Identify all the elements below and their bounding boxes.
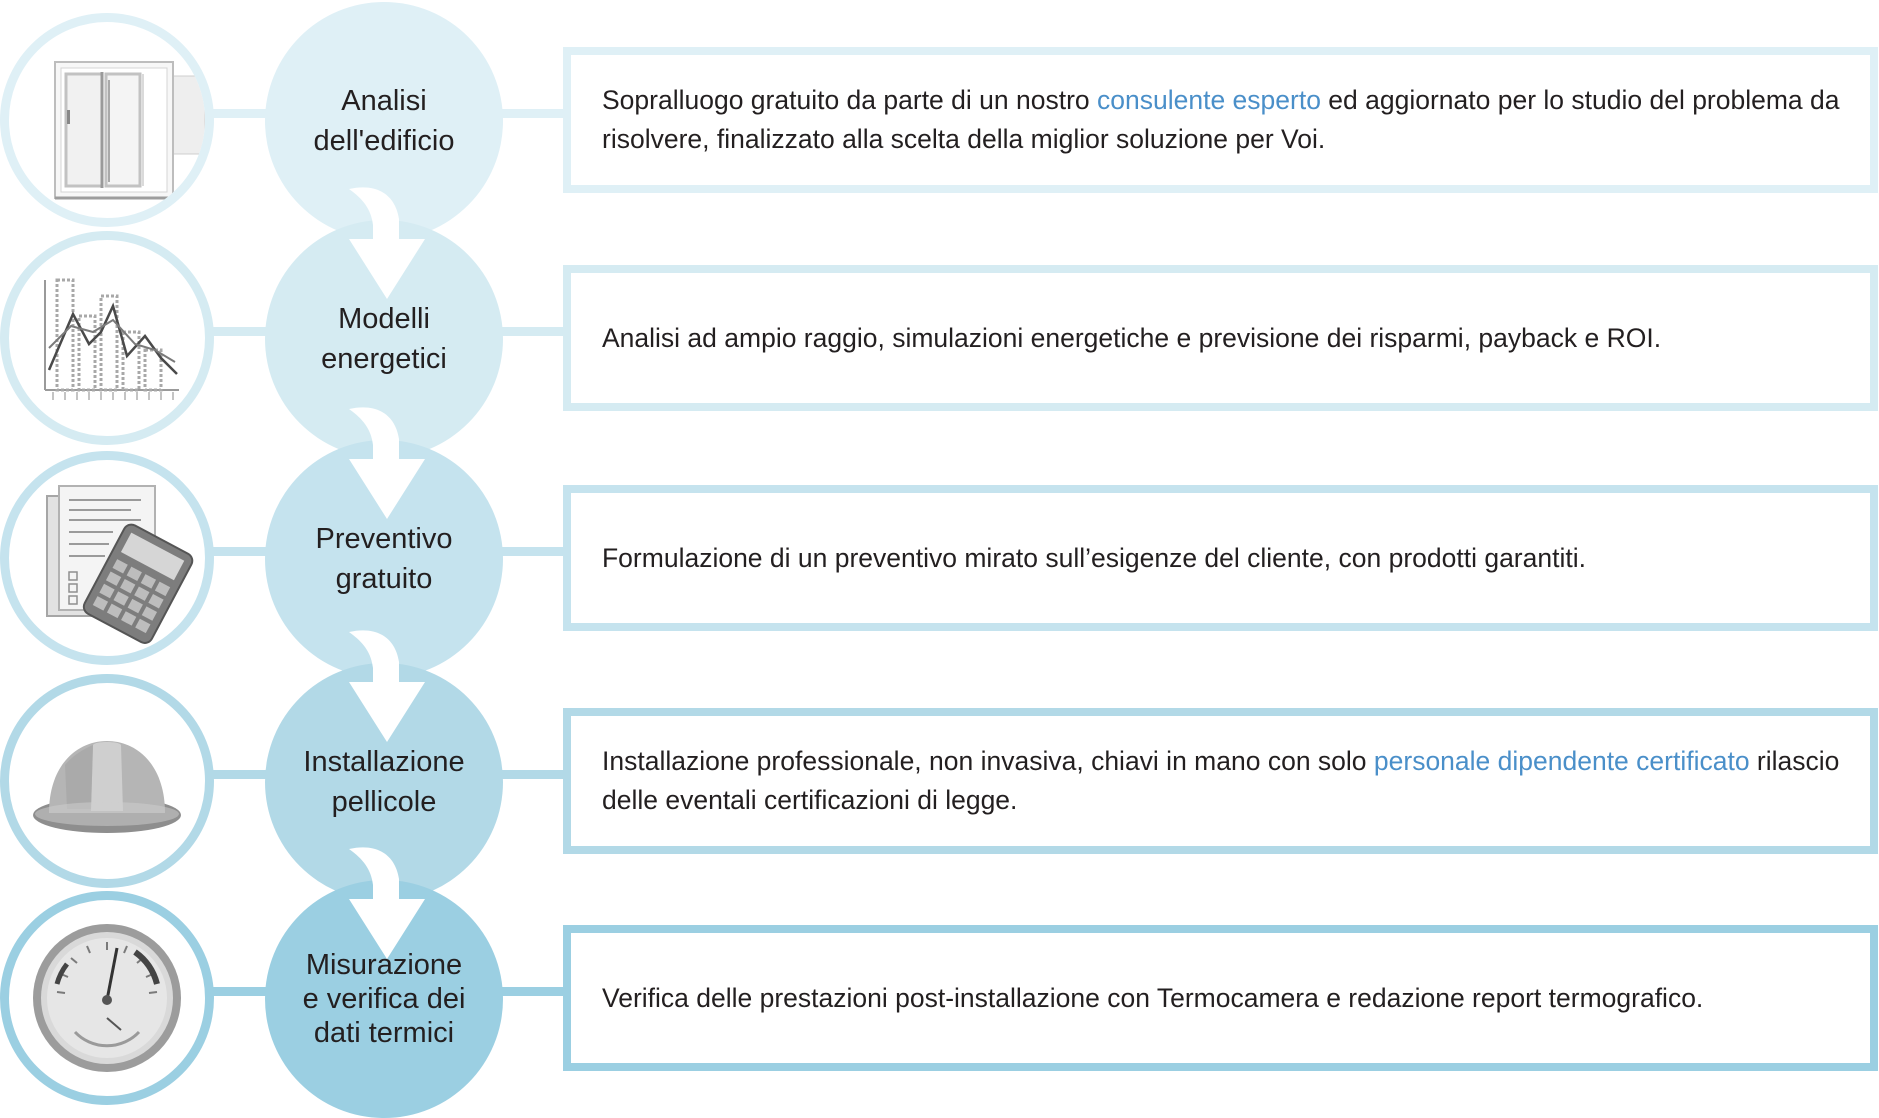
window-icon <box>54 61 205 200</box>
description-link[interactable]: consulente esperto <box>1097 85 1321 115</box>
step-description-box: Installazione professionale, non invasiv… <box>563 708 1878 854</box>
step-preventivo-gratuito: Preventivo gratuito Formulazione di un p… <box>0 407 1879 678</box>
step-description-box: Sopralluogo gratuito da parte di un nost… <box>563 47 1878 193</box>
gauge-icon <box>33 924 181 1072</box>
step-description: Installazione professionale, non invasiv… <box>602 716 1852 846</box>
step-description: Formulazione di un preventivo mirato sul… <box>602 493 1852 623</box>
step-description-box: Analisi ad ampio raggio, simulazioni ene… <box>563 265 1878 411</box>
step-modelli-energetici: Modelli energetici Analisi ad ampio ragg… <box>0 187 1879 458</box>
hard-hat-icon <box>33 741 181 833</box>
description-text: rilascio delle eventali certificazioni d… <box>602 746 1840 815</box>
step-installazione-pellicole: Installazione pellicole Installazione pr… <box>0 630 1879 901</box>
step-description: Analisi ad ampio raggio, simulazioni ene… <box>602 273 1852 403</box>
icon-ring <box>0 231 214 445</box>
description-link[interactable]: personale dipendente certificato <box>1373 746 1750 776</box>
icon-ring <box>0 674 214 888</box>
arrow-down-icon <box>349 407 425 519</box>
icon-ring <box>0 13 214 227</box>
arrow-down-icon <box>349 630 425 742</box>
description-text: ed aggiornato per lo studio del problema… <box>602 85 1840 154</box>
calculator-icon <box>46 485 194 644</box>
description-text: Sopralluogo gratuito da parte di un nost… <box>602 85 1097 115</box>
description-text: Analisi ad ampio raggio, simulazioni ene… <box>602 322 1662 353</box>
step-description: Sopralluogo gratuito da parte di un nost… <box>602 55 1852 185</box>
step-analisi-edificio: Analisi dell'edificio Sopralluogo gratui… <box>0 2 1879 240</box>
step-description-box: Formulazione di un preventivo mirato sul… <box>563 485 1878 631</box>
step-misurazione-verifica: Misurazione e verifica dei dati termici … <box>0 847 1879 1118</box>
description-text: Installazione professionale, non invasiv… <box>602 746 1374 776</box>
description-text: Verifica delle prestazioni post-installa… <box>602 982 1704 1013</box>
chart-icon <box>44 278 179 400</box>
step-description: Verifica delle prestazioni post-installa… <box>602 933 1852 1063</box>
icon-ring <box>0 891 214 1105</box>
description-text: Formulazione di un preventivo mirato sul… <box>602 542 1586 573</box>
arrow-down-icon <box>349 847 425 959</box>
arrow-down-icon <box>349 187 425 299</box>
step-description-box: Verifica delle prestazioni post-installa… <box>563 925 1878 1071</box>
icon-ring <box>0 451 214 665</box>
